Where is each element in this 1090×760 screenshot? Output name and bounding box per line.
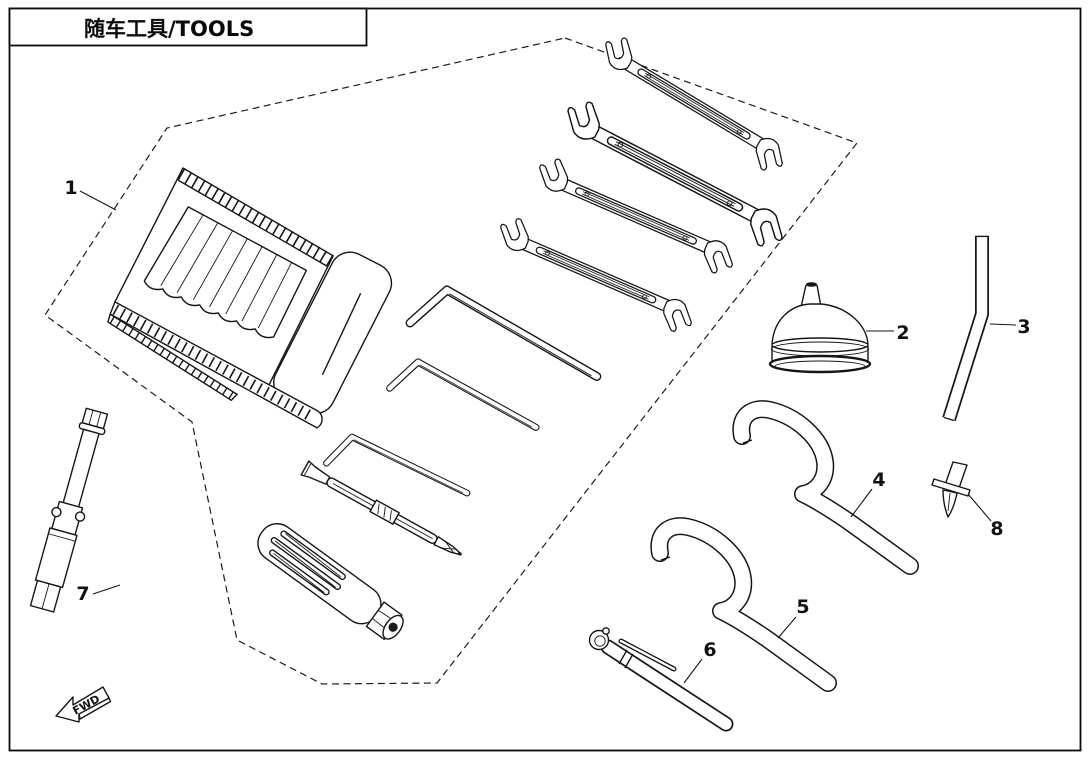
callout-numbers: 1 2 3 4 5 6 7 8 <box>64 177 1030 661</box>
leader-6 <box>683 658 703 684</box>
title-box <box>8 7 368 47</box>
leader-1 <box>79 190 117 211</box>
fwd-direction-marker: FWD <box>55 686 112 723</box>
part-tool-roll-bag <box>107 167 393 429</box>
callout-2: 2 <box>896 322 909 344</box>
callout-8: 8 <box>990 518 1003 540</box>
page-title: 随车工具/TOOLS <box>84 17 254 41</box>
part-screwdriver-handle <box>257 523 404 641</box>
leader-4 <box>850 488 873 518</box>
callout-5: 5 <box>796 596 809 618</box>
leader-3 <box>989 323 1017 326</box>
part-hex-key-small <box>326 432 467 524</box>
part-tire-pressure-gauge <box>588 627 734 732</box>
leader-5 <box>777 616 797 639</box>
leader-7 <box>92 584 121 595</box>
leader-8 <box>967 493 992 522</box>
part-spark-plug-wrench <box>29 407 109 613</box>
callout-3: 3 <box>1017 316 1030 338</box>
fwd-label: FWD <box>71 692 102 717</box>
callout-leader-lines <box>79 190 1017 684</box>
callout-4: 4 <box>872 469 885 491</box>
callout-7: 7 <box>76 583 89 605</box>
part-screwdriver-bit <box>300 460 462 556</box>
part-valve-tool <box>931 461 971 518</box>
callout-6: 6 <box>703 639 716 661</box>
part-drain-tube <box>942 235 989 422</box>
part-funnel <box>768 282 872 374</box>
part-hex-key-large <box>410 282 597 417</box>
part-hex-key-medium <box>390 356 536 459</box>
outer-border <box>8 7 1082 752</box>
callout-1: 1 <box>64 177 77 199</box>
